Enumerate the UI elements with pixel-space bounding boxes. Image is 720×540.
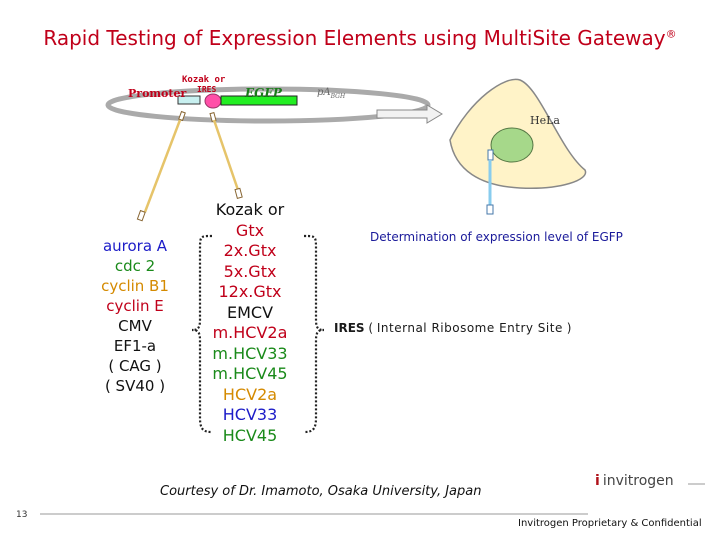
courtesy-text: Courtesy of Dr. Imamoto, Osaka Universit… — [160, 484, 482, 499]
promoter-item: ( SV40 ) — [104, 377, 166, 395]
polya-text: pA — [317, 87, 331, 98]
promoter-item: EF1-a — [113, 337, 157, 355]
slide-title-text: Rapid Testing of Expression Elements usi… — [43, 26, 666, 50]
ires-definition: IRES ( Internal Ribosome Entry Site ) — [334, 321, 571, 335]
logo-text: invitrogen — [602, 473, 674, 489]
page-number: 13 — [16, 510, 28, 520]
promoter-item: CMV — [118, 317, 152, 335]
ires-close-paren: ) — [566, 321, 572, 335]
promoter-item: cyclin B1 — [101, 277, 169, 295]
promoter-item: cdc 2 — [114, 257, 156, 275]
promoter-label: Promoter — [128, 87, 187, 100]
element-item: Gtx — [235, 220, 265, 240]
egfp-label: EGFP — [245, 86, 282, 100]
cell-needle-bottom — [486, 204, 494, 215]
determination-text: Determination of expression level of EGF… — [370, 230, 623, 244]
promoter-segment — [177, 95, 201, 105]
ires-label: IRES — [197, 85, 217, 94]
egfp-segment — [220, 95, 298, 106]
promoter-list: aurora A cdc 2 cyclin B1 cyclin E CMV EF1-a ( … — [70, 236, 200, 396]
cell-label: HeLa — [530, 114, 560, 127]
ires-open-paren: ( — [368, 321, 374, 335]
left-bracket — [191, 234, 213, 434]
element-item: m.HCV33 — [212, 343, 288, 363]
element-item: 5x.Gtx — [223, 261, 277, 281]
element-item: HCV33 — [222, 405, 278, 424]
element-item: HCV2a — [222, 384, 278, 404]
promoter-item: aurora A — [102, 237, 168, 255]
element-item: m.HCV45 — [212, 364, 288, 383]
polya-label: pABGH — [317, 87, 345, 100]
ires-needle — [212, 119, 240, 191]
element-item: 12x.Gtx — [218, 282, 282, 301]
transfection-arrow — [376, 104, 443, 124]
promoter-needle-bottom — [136, 209, 146, 222]
hela-nucleus — [490, 127, 534, 163]
promoter-item: cyclin E — [106, 297, 164, 315]
slide-title: Rapid Testing of Expression Elements usi… — [0, 26, 720, 50]
element-item: Kozak or — [215, 200, 285, 219]
right-bracket — [303, 234, 325, 434]
promoter-needle — [143, 119, 182, 213]
ires-element — [204, 93, 222, 109]
element-item: m.HCV2a — [212, 323, 288, 342]
ires-needle-bottom — [234, 187, 243, 199]
cell-needle-tip — [487, 149, 494, 161]
promoter-needle-top — [178, 110, 186, 122]
registered-mark: ® — [665, 27, 677, 41]
element-item: 2x.Gtx — [223, 241, 277, 260]
element-item: HCV45 — [222, 425, 278, 445]
footer-confidential: Invitrogen Proprietary & Confidential — [518, 518, 702, 529]
logo-mark-icon: i — [595, 473, 600, 489]
element-item: EMCV — [226, 302, 274, 322]
kozak-label: Kozak or — [182, 75, 226, 85]
ires-term: IRES — [334, 321, 365, 335]
promoter-item: ( CAG ) — [108, 357, 162, 375]
polya-subscript: BGH — [330, 93, 346, 100]
ires-definition-text: Internal Ribosome Entry Site — [376, 321, 563, 335]
plasmid-ring — [105, 86, 431, 124]
